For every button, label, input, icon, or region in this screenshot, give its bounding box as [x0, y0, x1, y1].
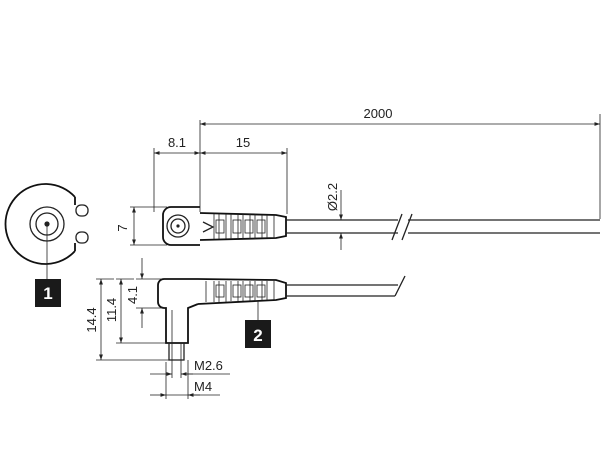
- callout-1-label: 1: [43, 284, 52, 303]
- dim-thread-small-label: M2.6: [194, 358, 223, 373]
- front-view: [4, 183, 89, 279]
- straight-connector-strain-relief: [199, 212, 287, 241]
- callout-1-box: [35, 279, 61, 307]
- break-mark: [391, 213, 403, 241]
- dim-head-width: 8.1: [153, 135, 200, 212]
- dim-angled-offset-label: 4.1: [125, 286, 140, 304]
- angled-connector-thread: [168, 342, 185, 361]
- dim-cable-diameter: Ø2.2: [325, 183, 343, 250]
- front-view-center-pin: [44, 221, 50, 227]
- callout-2-label: 2: [253, 326, 262, 345]
- dim-strain-relief-length-label: 15: [236, 135, 250, 150]
- dim-angled-total-height-label: 14.4: [84, 307, 99, 332]
- dim-angled-body-height: 11.4: [104, 278, 166, 344]
- straight-connector: [162, 206, 600, 246]
- dim-cable-diameter-label: Ø2.2: [325, 183, 340, 211]
- dim-head-width-label: 8.1: [168, 135, 186, 150]
- dim-angled-body-height-label: 11.4: [104, 298, 119, 322]
- dim-cable-length: 2000: [199, 106, 601, 219]
- angled-connector-strain-relief: [197, 278, 287, 305]
- dim-cable-length-label: 2000: [364, 106, 393, 121]
- front-view-outline: [4, 183, 76, 265]
- dim-angled-total-height: 14.4: [84, 278, 169, 361]
- dim-head-height-label: 7: [115, 224, 130, 231]
- angled-connector-body: [157, 278, 199, 344]
- callout-2: 2: [245, 320, 271, 348]
- dim-thread-large: M4: [150, 360, 220, 399]
- front-view-notch-top: [75, 204, 89, 217]
- dim-thread-large-label: M4: [194, 379, 212, 394]
- dim-head-height: 7: [115, 206, 167, 246]
- callout-2-box: [245, 320, 271, 348]
- angled-connector: [157, 275, 406, 361]
- dim-angled-offset: 4.1: [125, 258, 164, 328]
- straight-connector-head: [162, 206, 200, 246]
- callout-1: 1: [35, 279, 61, 307]
- front-view-notch-bottom: [75, 231, 89, 244]
- dim-thread-small: M2.6: [150, 358, 230, 378]
- dim-strain-relief-length: 15: [200, 135, 288, 214]
